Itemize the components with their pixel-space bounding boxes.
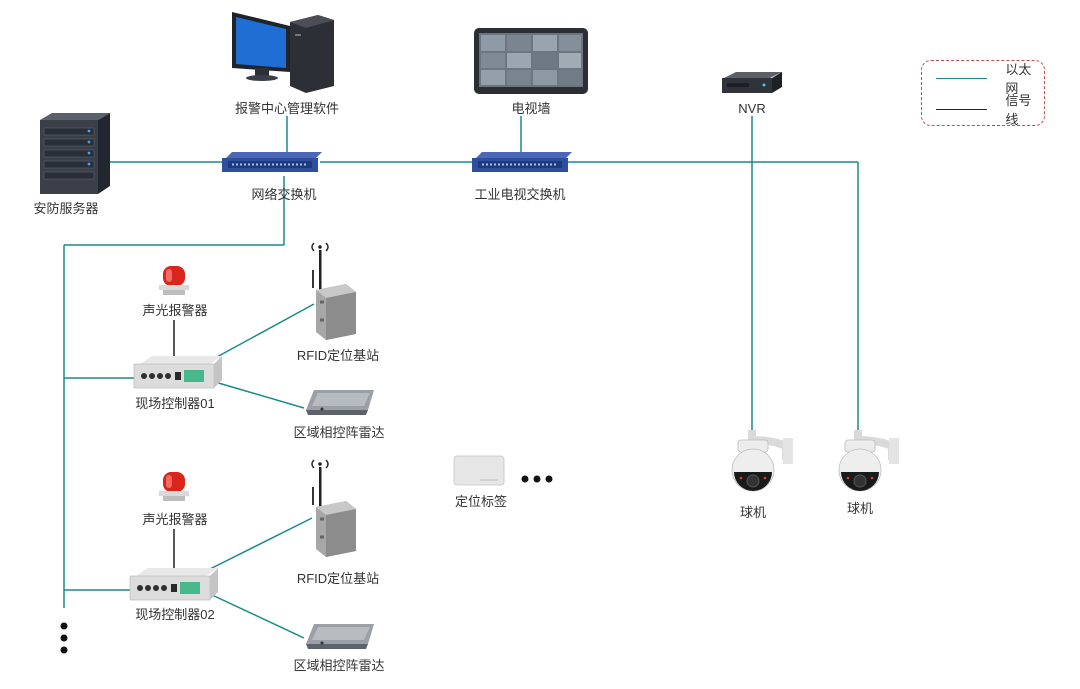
link-controller2-radar xyxy=(209,593,305,639)
phased-array-radar-icon xyxy=(306,390,374,415)
ethernet-line-swatch xyxy=(936,77,988,79)
rfid-base-station-icon xyxy=(311,459,356,557)
dome-camera-icon xyxy=(838,430,899,492)
dome-camera-1-label: 球机 xyxy=(739,505,767,520)
link-controller1-rfid xyxy=(214,303,315,359)
location-tag-label: 定位标签 xyxy=(454,494,508,509)
desktop-computer-icon xyxy=(232,12,334,93)
network-switch-icon xyxy=(472,152,572,172)
alarm-light-icon xyxy=(159,472,189,501)
more-controllers-ellipsis-icon xyxy=(60,622,68,654)
controller-2-label: 现场控制器02 xyxy=(135,607,215,622)
radar-2-label: 区域相控阵雷达 xyxy=(293,658,385,673)
alarm-light-icon xyxy=(159,266,189,295)
security-server-label: 安防服务器 xyxy=(33,201,99,216)
link-controller2-rfid xyxy=(209,517,313,570)
link-controller1-radar xyxy=(214,381,305,409)
rfid-base-station-icon xyxy=(311,242,356,340)
location-tag-icon xyxy=(453,455,505,486)
rfid-station-2-label: RFID定位基站 xyxy=(296,571,380,586)
more-tags-ellipsis-icon xyxy=(521,475,553,483)
field-controller-icon xyxy=(133,356,222,389)
controller-1-label: 现场控制器01 xyxy=(135,396,215,411)
alarm-light-2-label: 声光报警器 xyxy=(142,512,208,527)
alarm-light-1-label: 声光报警器 xyxy=(142,303,208,318)
cctv-switch-label: 工业电视交换机 xyxy=(474,187,566,202)
video-wall-label: 电视墙 xyxy=(511,101,551,116)
server-icon xyxy=(40,113,110,194)
rfid-station-1-label: RFID定位基站 xyxy=(296,348,380,363)
network-switch-icon xyxy=(222,152,322,172)
alarm-center-label: 报警中心管理软件 xyxy=(234,101,340,116)
connection-lines xyxy=(63,116,859,639)
network-switch-label: 网络交换机 xyxy=(251,187,317,202)
monitor-icon xyxy=(474,28,588,94)
legend-item-signal: 信号线 xyxy=(936,93,1044,127)
legend-ethernet-label: 以太网 xyxy=(1005,62,1032,96)
radar-1-label: 区域相控阵雷达 xyxy=(293,425,385,440)
phased-array-radar-icon xyxy=(306,624,374,649)
nvr-label: NVR xyxy=(738,101,766,116)
legend: 以太网 信号线 xyxy=(921,60,1045,127)
nvr-icon xyxy=(722,72,782,93)
legend-signal-label: 信号线 xyxy=(1005,93,1032,127)
dome-camera-2-label: 球机 xyxy=(846,501,874,516)
signal-line-swatch xyxy=(936,108,988,110)
legend-item-ethernet: 以太网 xyxy=(936,62,1044,96)
field-controller-icon xyxy=(129,568,218,601)
dome-camera-icon xyxy=(731,430,793,492)
